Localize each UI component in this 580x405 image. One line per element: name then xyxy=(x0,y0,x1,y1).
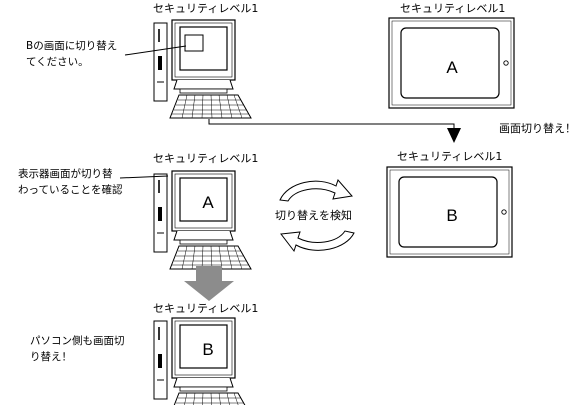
security-label-pc-bottom: セキュリティレベル1 xyxy=(153,302,259,315)
detect-label: 切り替えを検知 xyxy=(275,209,352,222)
pc-middle-leader-line xyxy=(119,175,169,179)
pc-top-screen-window xyxy=(184,34,204,52)
pc-top-leader-line xyxy=(124,45,187,56)
security-label-pc-middle: セキュリティレベル1 xyxy=(153,152,259,165)
pc-bottom-icon xyxy=(153,317,252,405)
pc-bottom-note-line1: パソコン側も画面切 xyxy=(30,335,125,347)
pc-bottom-note: パソコン側も画面切 り替え！ xyxy=(30,333,125,365)
pc-top-note-line1: Bの画面に切り替え xyxy=(26,40,118,52)
pc-middle-note-line1: 表示器画面が切り替 xyxy=(18,168,113,180)
security-label-panel-top: セキュリティレベル1 xyxy=(400,2,506,15)
down-arrow-icon xyxy=(184,266,234,301)
pc-middle-screen-letter: A xyxy=(202,193,214,212)
pc-top-note-line2: てください。 xyxy=(26,56,89,68)
switch-label: 画面切り替え！ xyxy=(499,122,576,135)
pc-middle-note-line2: わっていることを確認 xyxy=(18,184,123,196)
security-label-panel-middle: セキュリティレベル1 xyxy=(397,150,503,163)
pc-middle-note: 表示器画面が切り替 わっていることを確認 xyxy=(18,166,122,198)
detect-cycle-arrows-icon xyxy=(279,179,355,253)
panel-top-screen-letter: A xyxy=(446,58,458,77)
pc-bottom-screen-letter: B xyxy=(202,340,213,359)
panel-middle-screen-letter: B xyxy=(446,206,457,225)
switch-connector-line xyxy=(208,119,455,128)
pc-middle-icon xyxy=(153,170,252,270)
security-label-pc-top: セキュリティレベル1 xyxy=(153,2,259,15)
pc-bottom-note-line2: り替え！ xyxy=(30,351,72,363)
switch-arrow-head xyxy=(447,128,461,143)
pc-top-note: Bの画面に切り替え てください。 xyxy=(26,38,117,70)
